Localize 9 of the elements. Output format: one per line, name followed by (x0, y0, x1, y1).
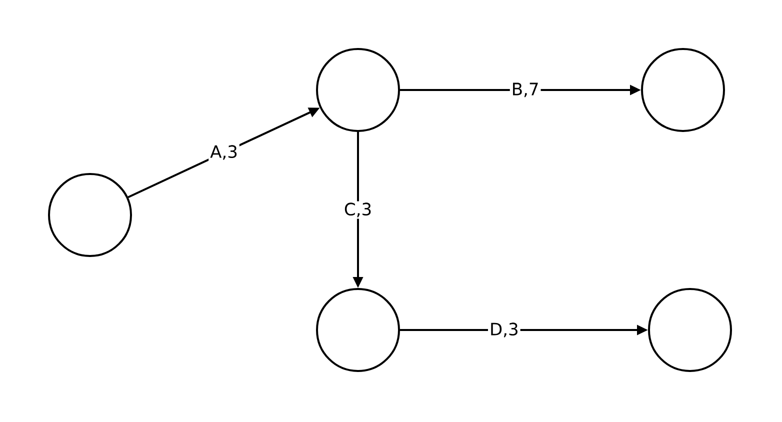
circle-node (641, 48, 725, 132)
edge-label: C,3 (342, 201, 374, 219)
circle-node (316, 48, 400, 132)
circle-node (316, 288, 400, 372)
circle-node (48, 173, 132, 257)
edge-label: D,3 (488, 321, 520, 339)
circle-node (648, 288, 732, 372)
edge-label: A,3 (208, 144, 240, 162)
edge-label: B,7 (510, 81, 541, 99)
